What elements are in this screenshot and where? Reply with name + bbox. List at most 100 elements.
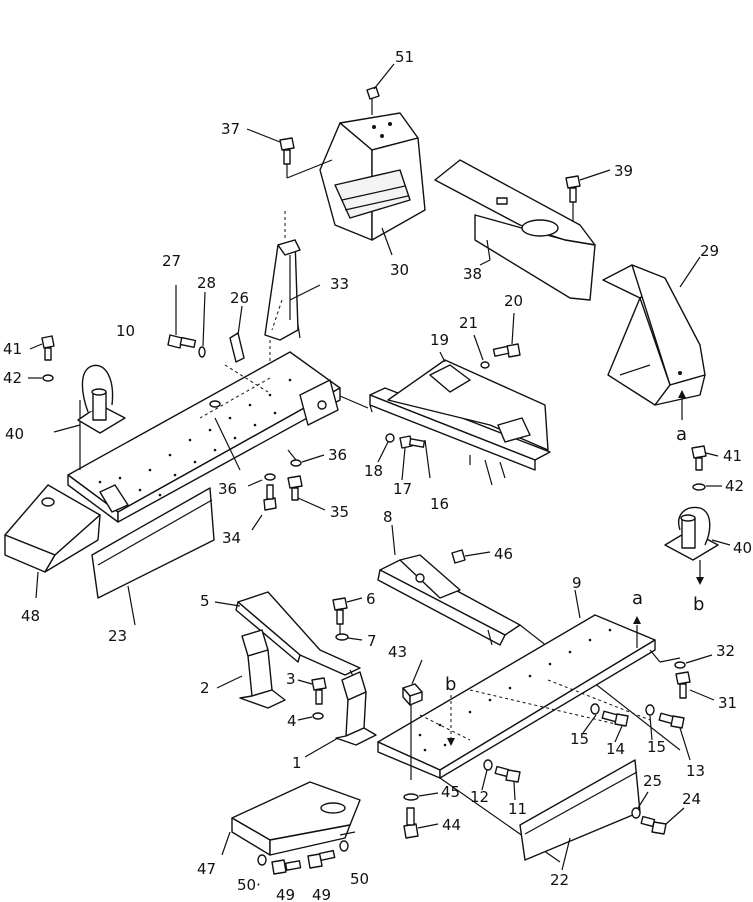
part-18-washer [377,433,395,463]
callout-3: 3 [286,670,296,688]
callout-40-a: 40 [5,425,24,443]
callout-15-b: 15 [647,738,666,756]
callout-37: 37 [221,120,240,138]
callout-47: 47 [197,860,216,878]
part-40-eye-bracket-right [664,506,731,585]
ref-arrow-b-lower [447,695,455,746]
callout-32: 32 [716,642,735,660]
callout-15-a: 15 [570,730,589,748]
ref-a-lower: a [632,588,643,609]
callout-21: 21 [459,314,478,332]
part-34-bolt [251,484,277,531]
callout-23: 23 [108,627,127,645]
callout-11: 11 [508,800,527,818]
part-13-bolt [658,712,691,761]
callout-34: 34 [222,529,241,547]
callout-35: 35 [330,503,349,521]
callout-36-a: 36 [218,480,237,498]
part-25-washer [631,791,649,819]
part-41-bolt-right [691,445,719,471]
part-43-block [402,659,423,780]
callout-30: 30 [390,261,409,279]
part-10-main-frame [67,351,369,523]
callout-50-a: 50· [237,876,261,894]
callout-36-b: 36 [328,446,347,464]
callout-9: 9 [572,574,582,592]
part-20-bolt [492,312,521,358]
callout-33: 33 [330,275,349,293]
part-36-washer-a [247,473,276,487]
part-38-top-plate [434,159,596,301]
part-24-bolt [640,807,685,835]
part-41-bolt-left [29,335,55,361]
ref-a-upper: a [676,424,687,445]
callout-4: 4 [287,712,297,730]
reference-letters: a a b b [445,424,704,695]
callout-50-b: 50 [350,870,369,888]
part-37-bolt [246,128,333,179]
callout-22: 22 [550,871,569,889]
callout-49-a: 49 [276,886,295,902]
part-7-washer [335,633,363,641]
callout-38: 38 [463,265,482,283]
callout-28: 28 [197,274,216,292]
part-44-bolt [403,807,439,839]
part-23-skirt [91,487,215,626]
part-8-support-arm [377,524,681,751]
callout-20: 20 [504,292,523,310]
part-47-bottom-cover [221,781,361,856]
part-42-washer-right [692,483,722,491]
part-31-bolt [675,671,715,701]
part-39-bolt [565,169,611,222]
callout-42-a: 42 [3,369,22,387]
callout-51: 51 [395,48,414,66]
callout-46: 46 [494,545,513,563]
part-1-support-leg [304,671,377,758]
part-36-washer-b [287,449,325,467]
part-48-left-cover [4,484,101,599]
part-29-right-cover [602,256,706,420]
part-40-eye-bracket-left [53,364,126,434]
part-14-bolt [601,710,629,743]
callout-49-b: 49 [312,886,331,902]
part-26-plate [229,305,245,363]
callout-5: 5 [200,592,210,610]
part-46-nut [451,549,491,564]
callout-40-b: 40 [733,539,752,557]
part-50-washer-a [257,854,267,866]
callout-16: 16 [430,495,449,513]
callout-19: 19 [430,331,449,349]
part-42-washer-left [28,374,54,382]
callout-24: 24 [682,790,701,808]
callout-12: 12 [470,788,489,806]
callout-39: 39 [614,162,633,180]
callout-18: 18 [364,462,383,480]
ref-b-lower: b [445,674,456,695]
part-51-nut [366,63,395,115]
callout-31: 31 [718,694,737,712]
callout-29: 29 [700,242,719,260]
callout-48: 48 [21,607,40,625]
callout-42-b: 42 [725,477,744,495]
part-15-washer-b [645,704,655,741]
part-50-washer-b [339,840,349,852]
part-22-skirt [519,759,641,871]
callout-labels: 1 2 3 4 5 6 7 8 9 10 11 12 13 14 15 15 1… [3,48,752,902]
part-11-bolt [494,765,521,801]
callout-2: 2 [200,679,210,697]
part-30-box-bracket [319,112,426,241]
part-2-support-leg [216,629,286,709]
callout-27: 27 [162,252,181,270]
part-9-bottom-plate [377,589,681,863]
callout-41-b: 41 [723,447,742,465]
ref-b-right: b [693,594,704,615]
callout-25: 25 [643,772,662,790]
part-3-bolt [297,677,327,705]
callout-10: 10 [116,322,135,340]
callout-26: 26 [230,289,249,307]
callout-41-a: 41 [3,340,22,358]
part-17-bolt [399,435,426,481]
part-12-washer [481,759,493,791]
part-16-cross-member [369,351,551,486]
part-6-bolt [332,597,363,640]
